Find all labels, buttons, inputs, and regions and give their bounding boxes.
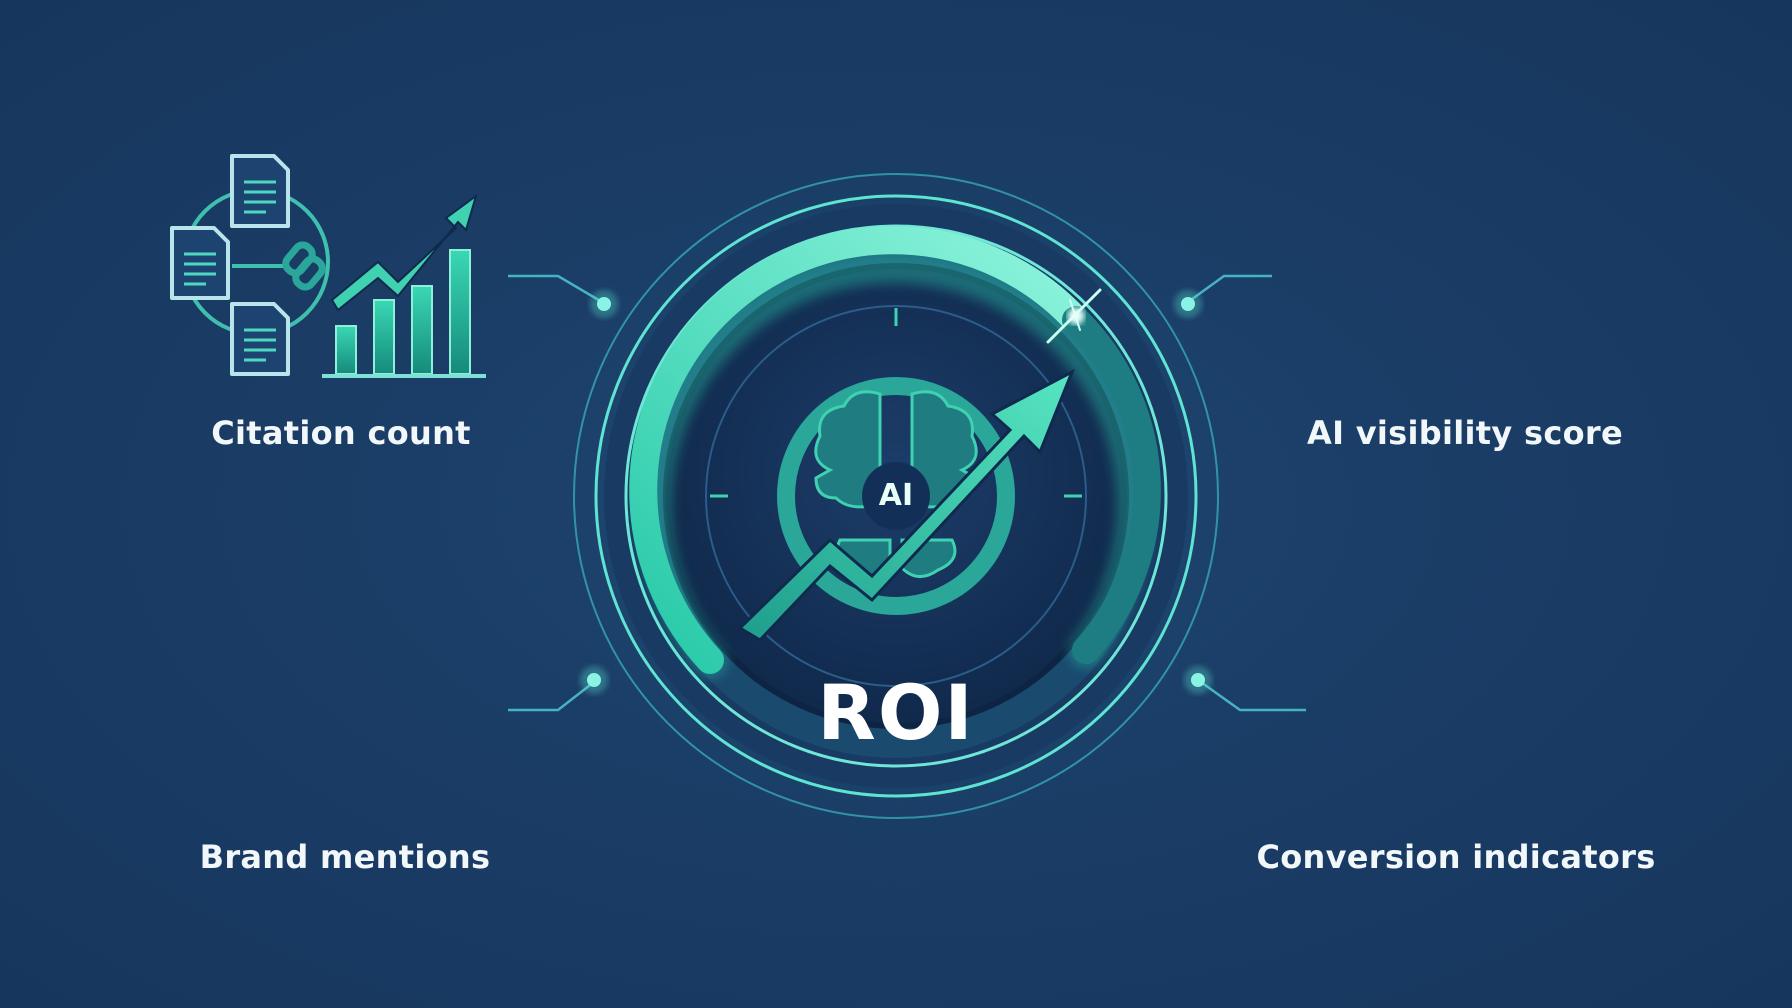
roi-gauge (556, 156, 1236, 836)
label-citation-count: Citation count (211, 414, 471, 452)
connector-lines (508, 274, 1306, 712)
roi-title: ROI (817, 668, 975, 757)
ai-badge-text: AI (878, 478, 914, 513)
label-brand-mentions: Brand mentions (199, 838, 491, 876)
sparkle-icon (1046, 288, 1102, 344)
documents-link-bar-chart-icon (170, 154, 486, 378)
label-conversion-indicators: Conversion indicators (1256, 838, 1656, 876)
label-ai-visibility-score: AI visibility score (1307, 414, 1623, 452)
brain-icon (814, 390, 978, 578)
